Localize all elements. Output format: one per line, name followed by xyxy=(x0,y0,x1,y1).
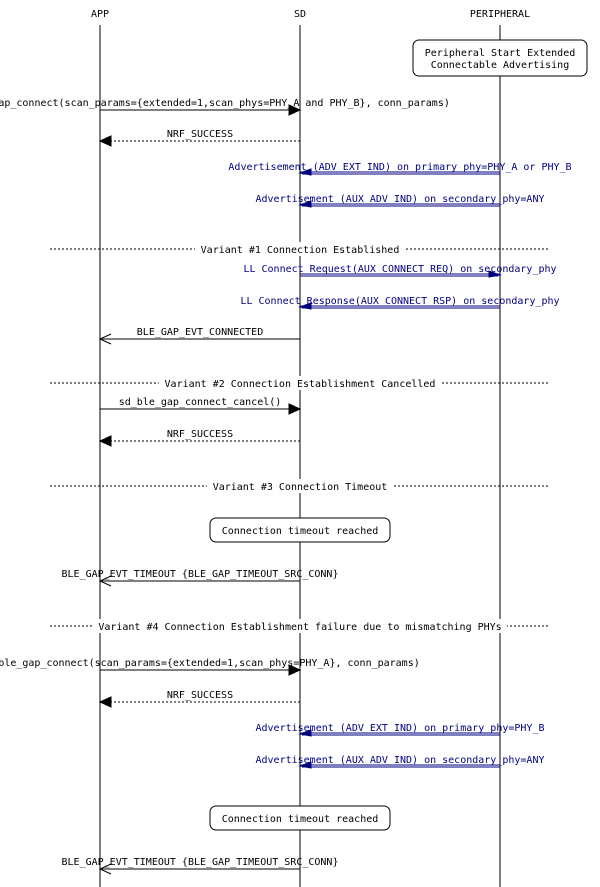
divider-label-bg xyxy=(207,479,393,493)
arrowhead-half xyxy=(298,302,312,310)
message-label: NRF_SUCCESS xyxy=(167,129,233,140)
arrowhead-open xyxy=(98,575,112,587)
message-label: sd_ble_gap_connect(scan_params={extended… xyxy=(0,98,450,109)
message-label: LL Connect Request(AUX_CONNECT_REQ) on s… xyxy=(243,264,556,275)
participant-sd-label: SD xyxy=(294,9,306,20)
divider-label-bg xyxy=(195,242,405,256)
note-text: Connection timeout reached xyxy=(222,526,379,537)
arrowhead-half xyxy=(298,168,312,176)
arrowhead-open xyxy=(98,333,112,345)
note-box xyxy=(209,517,391,543)
divider-label: Variant #4 Connection Establishment fail… xyxy=(98,622,501,633)
arrowhead-filled xyxy=(98,696,112,708)
message-label: BLE_GAP_EVT_TIMEOUT {BLE_GAP_TIMEOUT_SRC… xyxy=(62,857,339,868)
message-label: sd_ble_gap_connect(scan_params={extended… xyxy=(0,658,420,669)
message-label: BLE_GAP_EVT_TIMEOUT {BLE_GAP_TIMEOUT_SRC… xyxy=(62,569,339,580)
message-label: NRF_SUCCESS xyxy=(167,429,233,440)
arrowhead-filled xyxy=(288,403,302,415)
arrowhead-filled xyxy=(288,104,302,116)
arrowhead-open xyxy=(98,863,112,875)
participant-peripheral-label: PERIPHERAL xyxy=(470,9,530,20)
arrowhead-filled xyxy=(98,435,112,447)
message-label: Advertisement (AUX_ADV_IND) on secondary… xyxy=(256,755,545,766)
note-box xyxy=(412,39,588,77)
message-label: BLE_GAP_EVT_CONNECTED xyxy=(137,327,263,338)
arrowhead-filled xyxy=(288,664,302,676)
divider-label: Variant #1 Connection Established xyxy=(201,245,400,256)
participant-app-label: APP xyxy=(91,9,109,20)
arrowhead-half xyxy=(298,729,312,737)
divider-label-bg xyxy=(93,619,507,633)
note-box xyxy=(209,805,391,831)
message-label: sd_ble_gap_connect_cancel() xyxy=(119,397,282,408)
arrowhead-filled xyxy=(98,135,112,147)
message-label: Advertisement (AUX_ADV_IND) on secondary… xyxy=(256,194,545,205)
arrowhead-half xyxy=(298,200,312,208)
note-text: Connection timeout reached xyxy=(222,814,379,825)
arrowhead-half xyxy=(488,270,502,278)
divider-label-bg xyxy=(159,376,441,390)
message-label: LL Connect Response(AUX_CONNECT_RSP) on … xyxy=(240,296,559,307)
message-label: Advertisement (ADV_EXT_IND) on primary_p… xyxy=(228,162,571,173)
divider-label: Variant #3 Connection Timeout xyxy=(213,482,388,493)
message-label: Advertisement (ADV_EXT_IND) on primary_p… xyxy=(256,723,545,734)
divider-label: Variant #2 Connection Establishment Canc… xyxy=(165,379,436,390)
arrowhead-half xyxy=(298,761,312,769)
message-label: NRF_SUCCESS xyxy=(167,690,233,701)
